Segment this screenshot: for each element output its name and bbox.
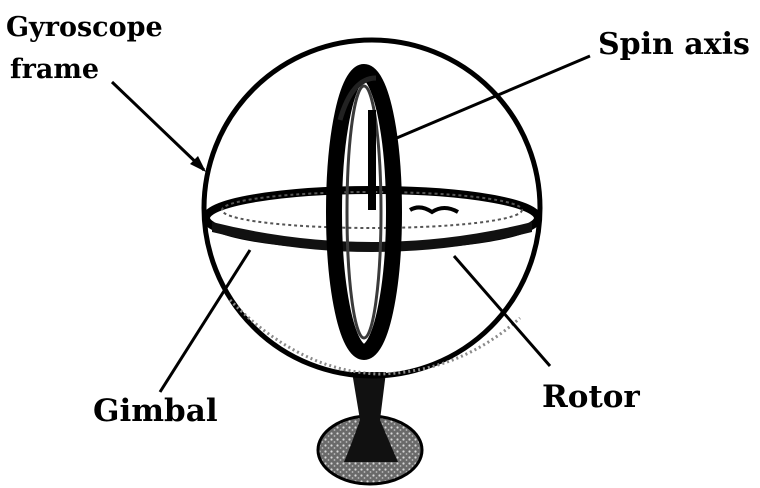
- rotor-ring: [334, 72, 394, 352]
- stand: [318, 372, 422, 484]
- label-gyroscope-frame-line2: frame: [10, 56, 99, 83]
- label-gimbal: Gimbal: [93, 396, 218, 427]
- leader-spin-axis: [392, 56, 590, 140]
- label-rotor: Rotor: [542, 382, 640, 413]
- label-gyroscope-frame-line1: Gyroscope: [6, 14, 163, 41]
- leader-gimbal: [160, 250, 250, 392]
- gimbal-detail: [410, 207, 458, 212]
- label-spin-axis: Spin axis: [598, 30, 750, 60]
- leader-rotor: [454, 256, 550, 366]
- leader-gyroscope-frame: [112, 82, 204, 170]
